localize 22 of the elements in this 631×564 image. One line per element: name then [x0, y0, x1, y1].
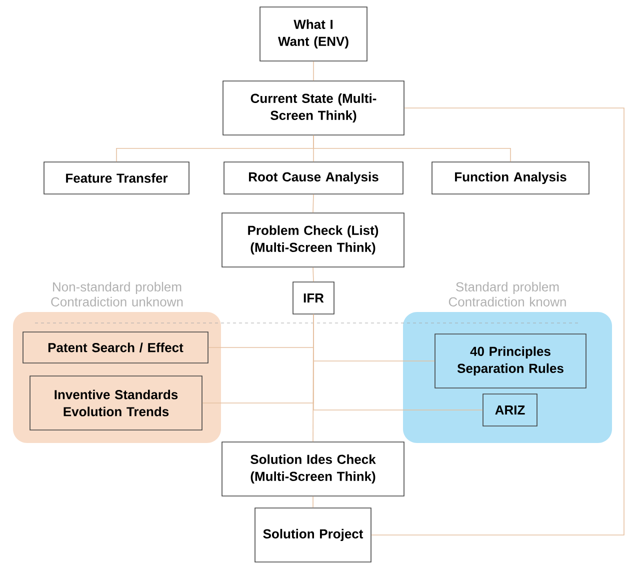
- connector-line: [313, 135, 511, 162]
- node-label: Standard problem Contradiction known: [448, 282, 566, 306]
- process-box: Function Analysis: [432, 162, 590, 194]
- connector-line: [313, 61, 314, 81]
- process-box: What I Want (ENV): [260, 6, 368, 62]
- connector-line: [312, 314, 314, 442]
- connector-line: [371, 108, 624, 536]
- process-box: ARIZ: [482, 394, 538, 426]
- process-box: Current State (Multi-Screen Think): [222, 80, 404, 136]
- process-box: Inventive Standards Evolution Trends: [30, 376, 202, 430]
- process-box: Feature Transfer: [44, 162, 190, 194]
- connector-line: [312, 267, 314, 282]
- process-box: Patent Search / Effect: [22, 332, 208, 364]
- process-box: Root Cause Analysis: [224, 162, 404, 194]
- node-label: Non-standard problem Contradiction unknown: [51, 282, 183, 306]
- connector-line: [312, 496, 314, 508]
- process-box: Problem Check (List) (Multi-Screen Think): [222, 212, 404, 268]
- connector-line: [312, 194, 314, 213]
- process-box: Solution Ides Check (Multi-Screen Think): [222, 442, 404, 496]
- process-box: IFR: [292, 282, 334, 314]
- process-box: Solution Project: [254, 508, 372, 562]
- process-box: 40 Principles Separation Rules: [434, 334, 586, 388]
